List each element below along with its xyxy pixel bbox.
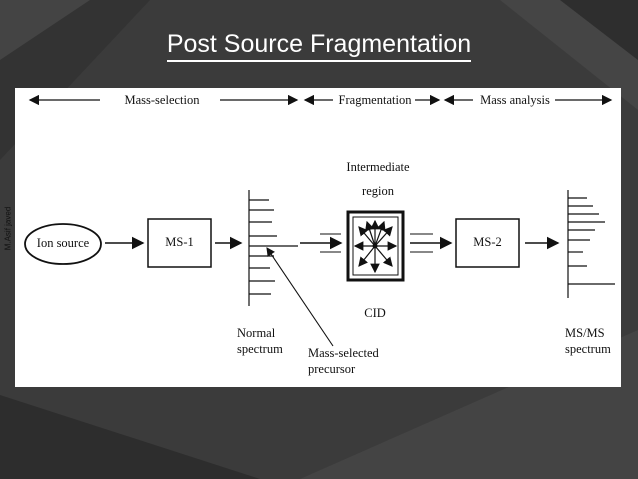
ms1-label: MS-1 <box>165 235 194 249</box>
cid-label: CID <box>364 306 386 320</box>
precursor-pointer <box>266 247 334 347</box>
fragment-arrows <box>353 219 398 274</box>
precursor-label-line1: Mass-selected <box>308 346 379 360</box>
intermediate-region-label-line2: region <box>362 184 394 198</box>
normal-spectrum-label-line1: Normal <box>237 326 276 340</box>
stage-label-mass-selection: Mass-selection <box>124 93 200 107</box>
normal-spectrum-label-line2: spectrum <box>237 342 283 356</box>
stage-label-mass-analysis: Mass analysis <box>480 93 550 107</box>
normal-spectrum-plot <box>248 190 298 306</box>
intermediate-region-label-line1: Intermediate <box>346 160 410 174</box>
author-credit: M.Asif javed <box>3 206 13 251</box>
ms1-box <box>147 218 212 268</box>
stage-label-fragmentation: Fragmentation <box>338 93 412 107</box>
ion-source-shape <box>24 223 102 265</box>
msms-spectrum-label-line1: MS/MS <box>565 326 605 340</box>
msms-spectrum-label-line2: spectrum <box>565 342 611 356</box>
ion-source-label: Ion source <box>36 236 90 250</box>
ms-ms-diagram: Mass-selection Fragmentation Mass analys… <box>15 88 621 387</box>
diagram-drawing <box>24 94 615 347</box>
msms-spectrum-plot <box>567 190 615 298</box>
ms2-box <box>455 218 520 268</box>
precursor-label-line2: precursor <box>308 362 356 376</box>
ms2-label: MS-2 <box>473 235 502 249</box>
slide-title: Post Source Fragmentation <box>0 30 638 62</box>
